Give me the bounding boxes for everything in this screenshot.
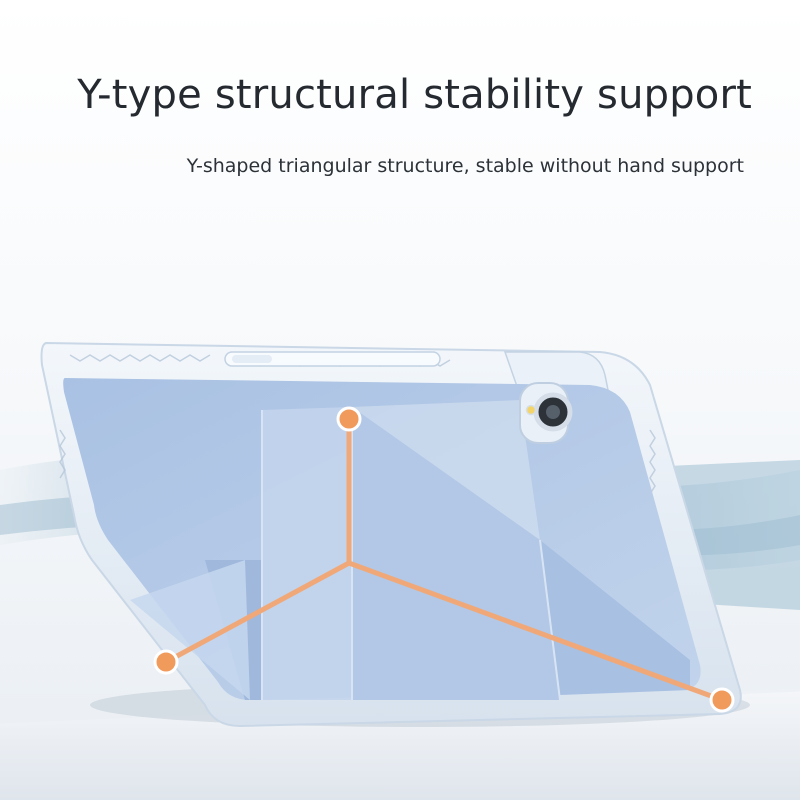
pencil-holder xyxy=(224,351,441,367)
y-support-lines xyxy=(163,416,725,703)
camera-module xyxy=(519,382,573,444)
support-points xyxy=(153,406,735,713)
flash-icon xyxy=(525,404,537,416)
support-point-top xyxy=(336,406,362,432)
origami-cover xyxy=(130,400,690,701)
support-point-right xyxy=(709,687,735,713)
subheadline: Y-shaped triangular structure, stable wi… xyxy=(186,155,744,177)
support-point-left xyxy=(153,649,179,675)
headline: Y-type structural stability support xyxy=(77,72,752,118)
